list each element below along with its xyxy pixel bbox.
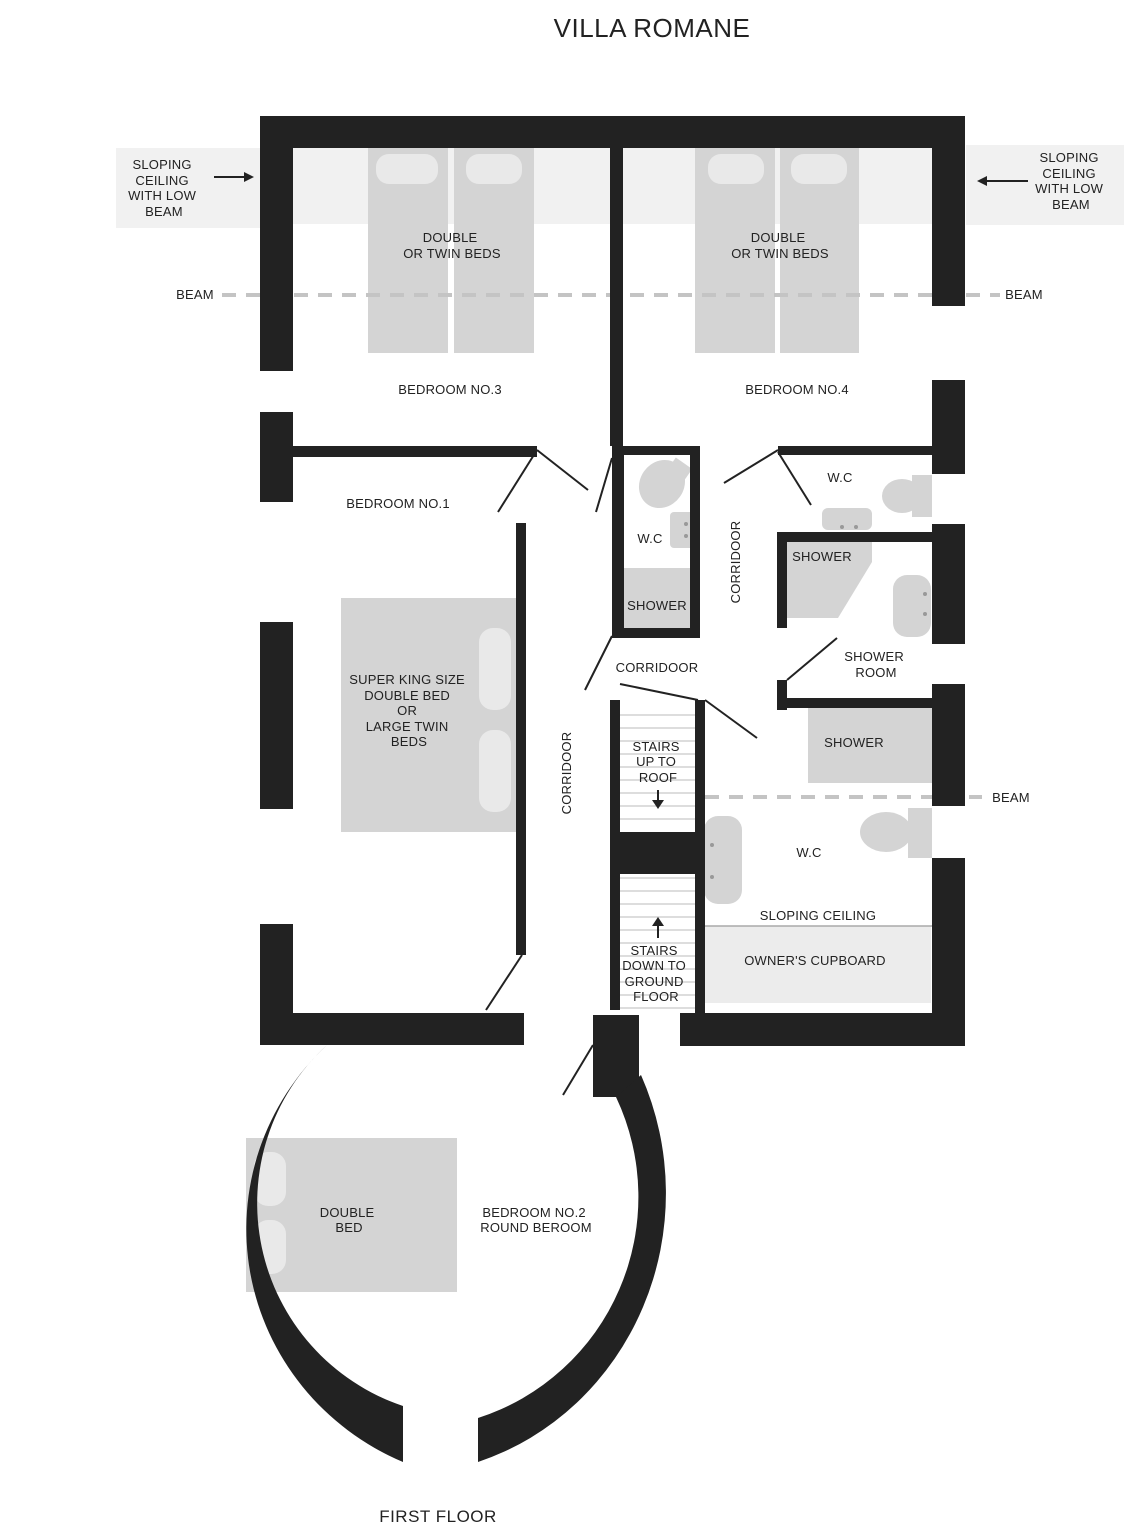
room-label-shower-3: SHOWER — [824, 735, 884, 750]
room-label-shower-2: SHOWER — [792, 549, 852, 564]
room-label-wc-2: W.C — [827, 470, 852, 485]
corner-shower-tray — [781, 541, 872, 618]
sloping-band-left — [116, 148, 264, 228]
owners-cupboard — [705, 926, 931, 1003]
arrow-left-icon — [977, 176, 1028, 186]
shower-tray-1 — [624, 568, 691, 630]
room-label-bedroom-3: BEDROOM NO.3 — [398, 382, 502, 397]
room-label-shower-1: SHOWER — [627, 598, 687, 613]
sloping-note-left: SLOPING CEILING WITH LOW BEAM — [128, 157, 200, 219]
stairs-up-treads — [620, 714, 695, 820]
corridor-label-right: CORRIDOOR — [728, 521, 743, 604]
room-label-bedroom-4: BEDROOM NO.4 — [745, 382, 849, 397]
sloping-ceiling-label: SLOPING CEILING — [760, 908, 876, 923]
corridor-label-horizontal: CORRIDOOR — [616, 660, 699, 675]
room-label-wc-1: W.C — [637, 531, 662, 546]
room-label-bedroom-2: BEDROOM NO.2 ROUND BEROOM — [480, 1205, 591, 1235]
twin-beds-bedroom-4 — [695, 148, 859, 353]
room-label-owners-cupboard: OWNER'S CUPBOARD — [744, 953, 885, 968]
super-king-bed — [341, 598, 517, 832]
basin-icon-shower-room — [893, 575, 931, 637]
stairs-down-label: STAIRS DOWN TO GROUND FLOOR — [622, 943, 690, 1004]
bed-label-bedroom-4: DOUBLE OR TWIN BEDS — [731, 230, 829, 261]
beam-label-right: BEAM — [1005, 287, 1043, 302]
toilet-icon-wc-3 — [860, 808, 932, 858]
bed-label-super-king: SUPER KING SIZE DOUBLE BED OR LARGE TWIN… — [349, 672, 469, 749]
bed-label-double: DOUBLE BED — [320, 1205, 378, 1235]
sink-icon-wc-2 — [822, 508, 872, 530]
toilet-icon-wc-2 — [882, 475, 932, 517]
arrow-down-icon — [652, 790, 664, 809]
plan-title: VILLA ROMANE — [554, 13, 751, 43]
walls — [246, 116, 965, 1462]
shower-tray-2 — [808, 707, 932, 783]
twin-beds-bedroom-3 — [368, 148, 534, 353]
bath-icon — [704, 816, 742, 904]
stairs-up-label: STAIRS UP TO ROOF — [632, 739, 683, 785]
arrow-up-icon — [652, 917, 664, 938]
room-label-bedroom-1: BEDROOM NO.1 — [346, 496, 450, 511]
sloping-note-right: SLOPING CEILING WITH LOW BEAM — [1035, 150, 1107, 212]
sloping-band-right — [966, 145, 1124, 225]
bed-label-bedroom-3: DOUBLE OR TWIN BEDS — [403, 230, 501, 261]
toilet-icon-wc-1 — [638, 457, 693, 509]
door-swings — [485, 449, 838, 1096]
sink-icon-wc-1 — [670, 512, 694, 548]
arrow-right-icon — [214, 172, 254, 182]
room-label-shower-room: SHOWER ROOM — [844, 649, 908, 680]
beam-label-lower: BEAM — [992, 790, 1030, 805]
floor-label: FIRST FLOOR — [379, 1507, 497, 1526]
room-label-wc-3: W.C — [796, 845, 821, 860]
beam-label-left: BEAM — [176, 287, 214, 302]
corridor-label-left: CORRIDOOR — [559, 732, 574, 815]
stairs-down-treads — [620, 877, 695, 1009]
